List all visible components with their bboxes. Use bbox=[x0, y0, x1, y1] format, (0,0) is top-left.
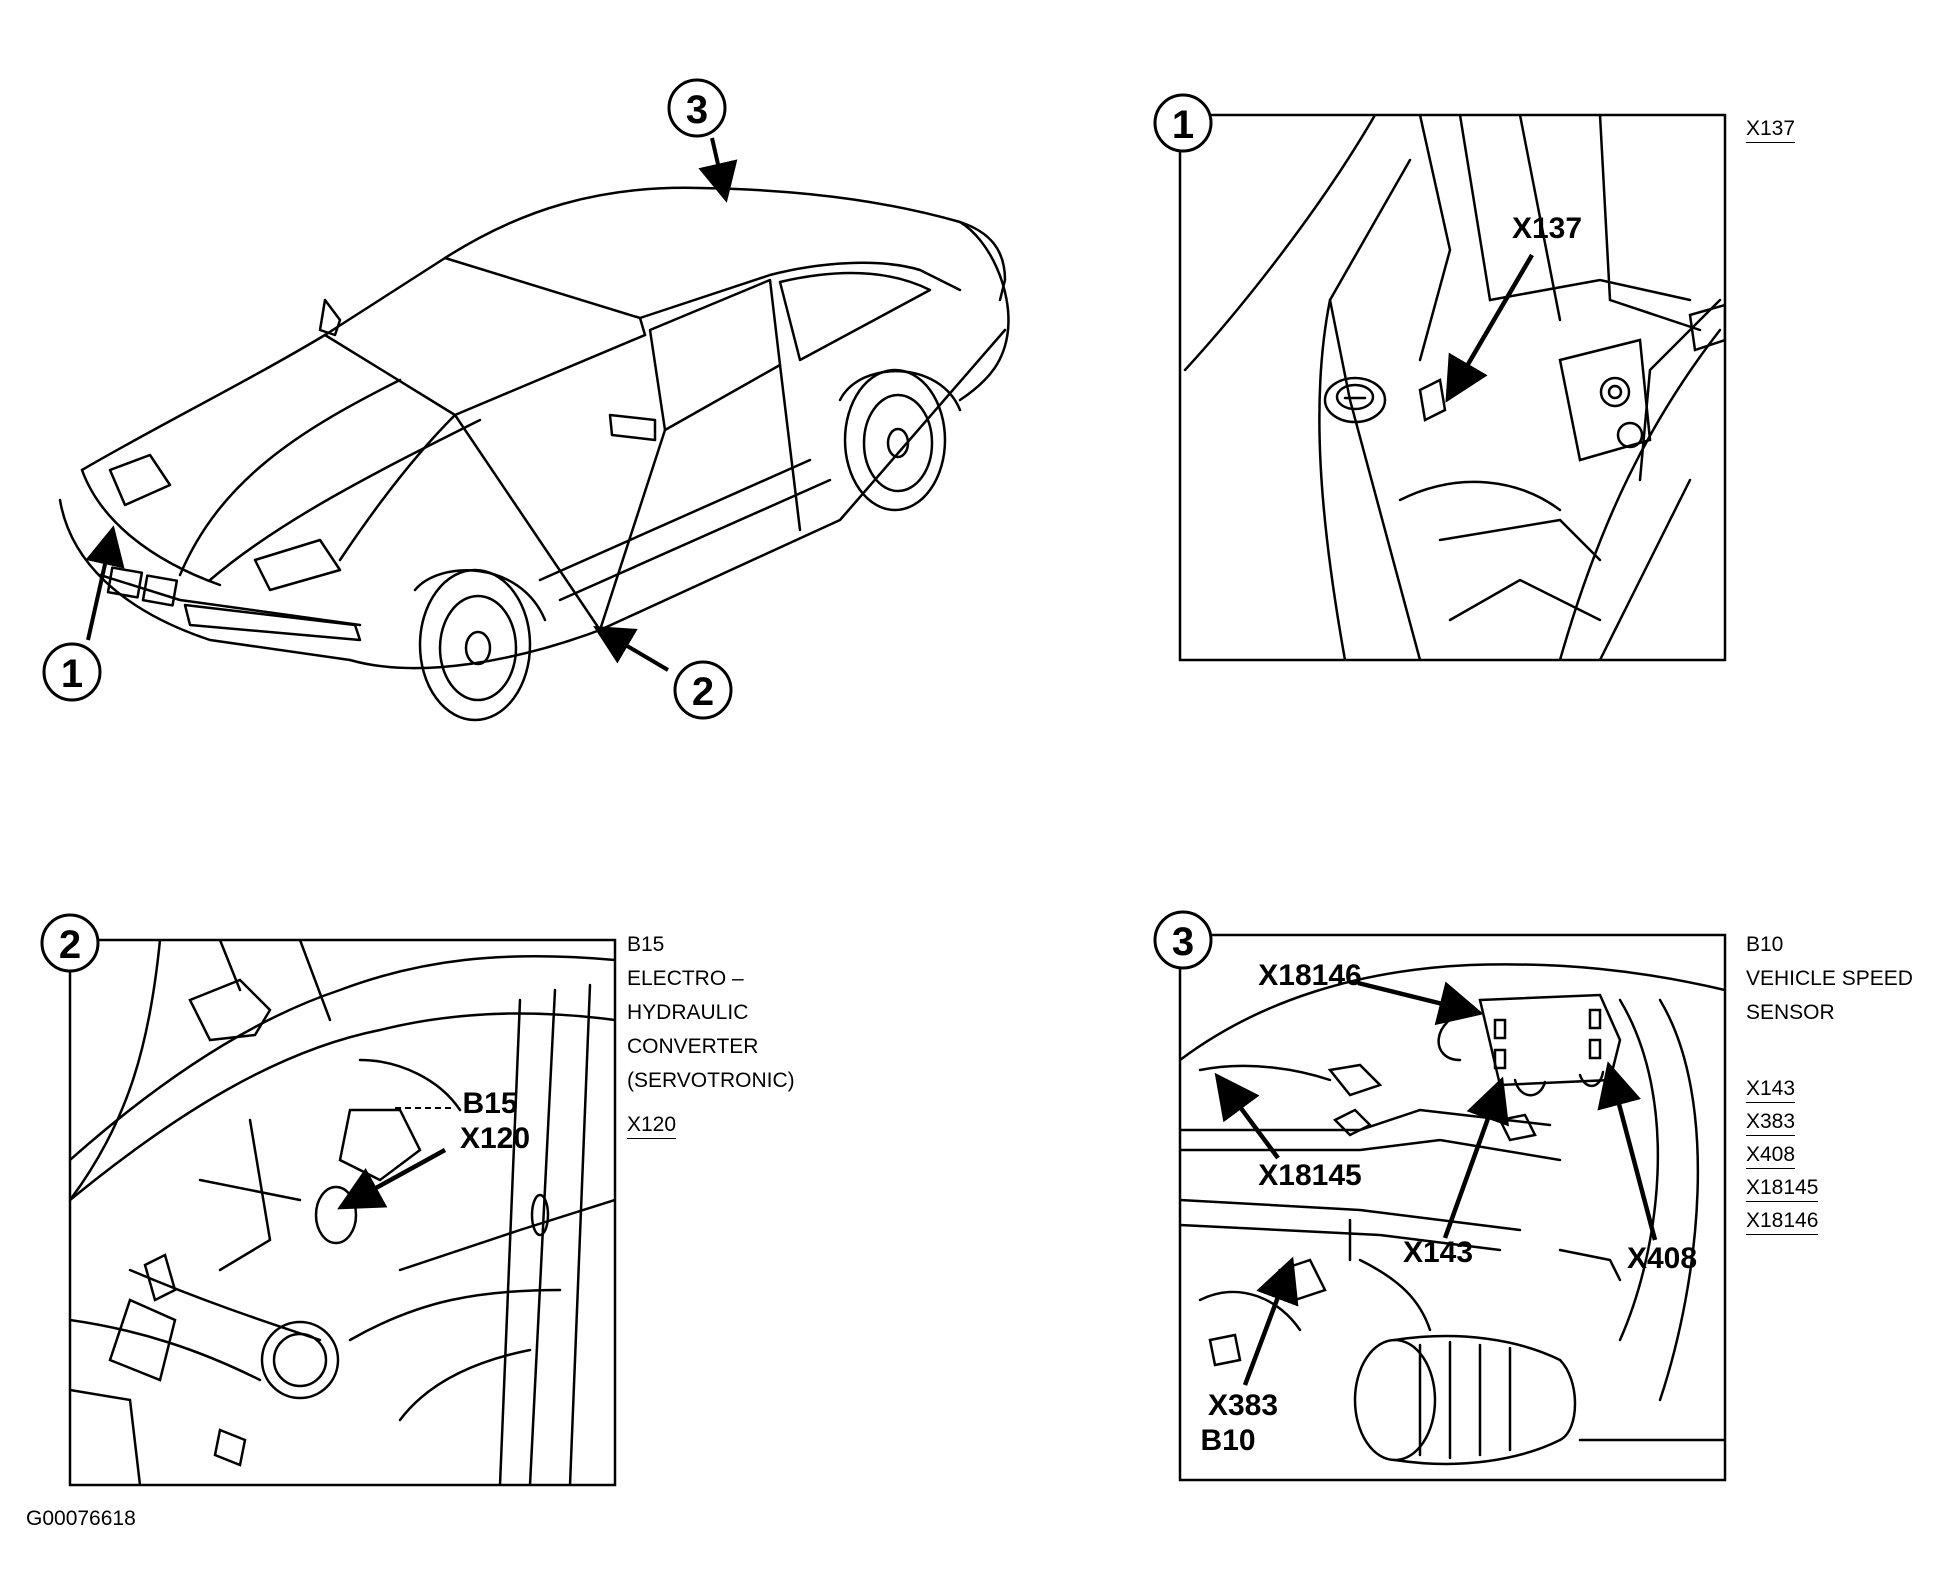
legend-desc-line: B10 bbox=[1746, 933, 1784, 956]
panel-2-legend: B15 ELECTRO – HYDRAULIC CONVERTER (SERVO… bbox=[627, 928, 795, 1143]
panel-3-legend: B10 VEHICLE SPEED SENSOR X143 X383 X408 … bbox=[1746, 928, 1913, 1239]
label-x383: X383 bbox=[1208, 1389, 1278, 1422]
arrow-x18146 bbox=[1357, 980, 1484, 1026]
legend-ref-x120: X120 bbox=[627, 1112, 677, 1139]
svg-text:1: 1 bbox=[61, 652, 83, 696]
panel-1-frame bbox=[1178, 113, 1727, 662]
legend-desc-line: SENSOR bbox=[1746, 1001, 1835, 1024]
svg-text:2: 2 bbox=[692, 670, 714, 714]
legend-desc-line: HYDRAULIC bbox=[627, 1001, 749, 1024]
label-x18145: X18145 bbox=[1258, 1159, 1361, 1192]
panel-2-frame bbox=[68, 938, 617, 1487]
legend-desc-line: B15 bbox=[627, 933, 665, 956]
label-b10: B10 bbox=[1200, 1424, 1255, 1457]
label-x18146: X18146 bbox=[1258, 959, 1361, 992]
arrow-x137 bbox=[1445, 253, 1534, 403]
svg-text:2: 2 bbox=[59, 923, 81, 967]
legend-ref-x18145: X18145 bbox=[1746, 1175, 1819, 1202]
arrow-x143 bbox=[1442, 1076, 1509, 1239]
car-illustration bbox=[58, 186, 1010, 722]
arrow-x408 bbox=[1597, 1061, 1658, 1241]
label-b15: B15 bbox=[462, 1087, 517, 1120]
svg-text:3: 3 bbox=[1172, 920, 1194, 964]
panel-2-illustration bbox=[70, 940, 615, 1485]
svg-text:3: 3 bbox=[686, 88, 708, 132]
svg-text:1: 1 bbox=[1172, 103, 1194, 147]
figure-id: G00076618 bbox=[26, 1507, 136, 1530]
legend-desc-line: VEHICLE SPEED bbox=[1746, 967, 1913, 990]
callout-1-overview: 1 bbox=[42, 642, 102, 702]
panel-1-legend: X137 bbox=[1746, 112, 1796, 147]
panel-1-illustration bbox=[1183, 115, 1725, 660]
legend-ref-x383: X383 bbox=[1746, 1109, 1796, 1136]
legend-ref-x18146: X18146 bbox=[1746, 1208, 1819, 1235]
legend-ref-x137: X137 bbox=[1746, 116, 1796, 143]
arrow-x18145 bbox=[1214, 1072, 1280, 1160]
legend-ref-x143: X143 bbox=[1746, 1076, 1796, 1103]
label-x408: X408 bbox=[1627, 1242, 1697, 1275]
legend-desc-line: CONVERTER bbox=[627, 1035, 759, 1058]
panel-3-frame bbox=[1178, 933, 1727, 1482]
arrow-1-overview bbox=[85, 525, 125, 641]
arrow-3-overview bbox=[698, 137, 738, 203]
arrow-2-overview bbox=[593, 625, 670, 672]
callout-3-overview: 3 bbox=[667, 78, 727, 138]
legend-desc-line: (SERVOTRONIC) bbox=[627, 1069, 795, 1092]
arrow-x383-b10 bbox=[1242, 1256, 1299, 1386]
arrow-b15-x120 bbox=[337, 1148, 447, 1210]
callout-3-panel: 3 bbox=[1153, 910, 1213, 970]
callout-1-panel: 1 bbox=[1153, 93, 1213, 153]
legend-desc-line: ELECTRO – bbox=[627, 967, 744, 990]
label-x137: X137 bbox=[1512, 212, 1582, 245]
label-x143: X143 bbox=[1403, 1236, 1473, 1269]
callout-2-panel: 2 bbox=[40, 913, 100, 973]
panel-3-illustration bbox=[1180, 963, 1725, 1466]
callout-2-overview: 2 bbox=[673, 660, 733, 720]
legend-ref-x408: X408 bbox=[1746, 1142, 1796, 1169]
label-x120: X120 bbox=[460, 1122, 530, 1155]
